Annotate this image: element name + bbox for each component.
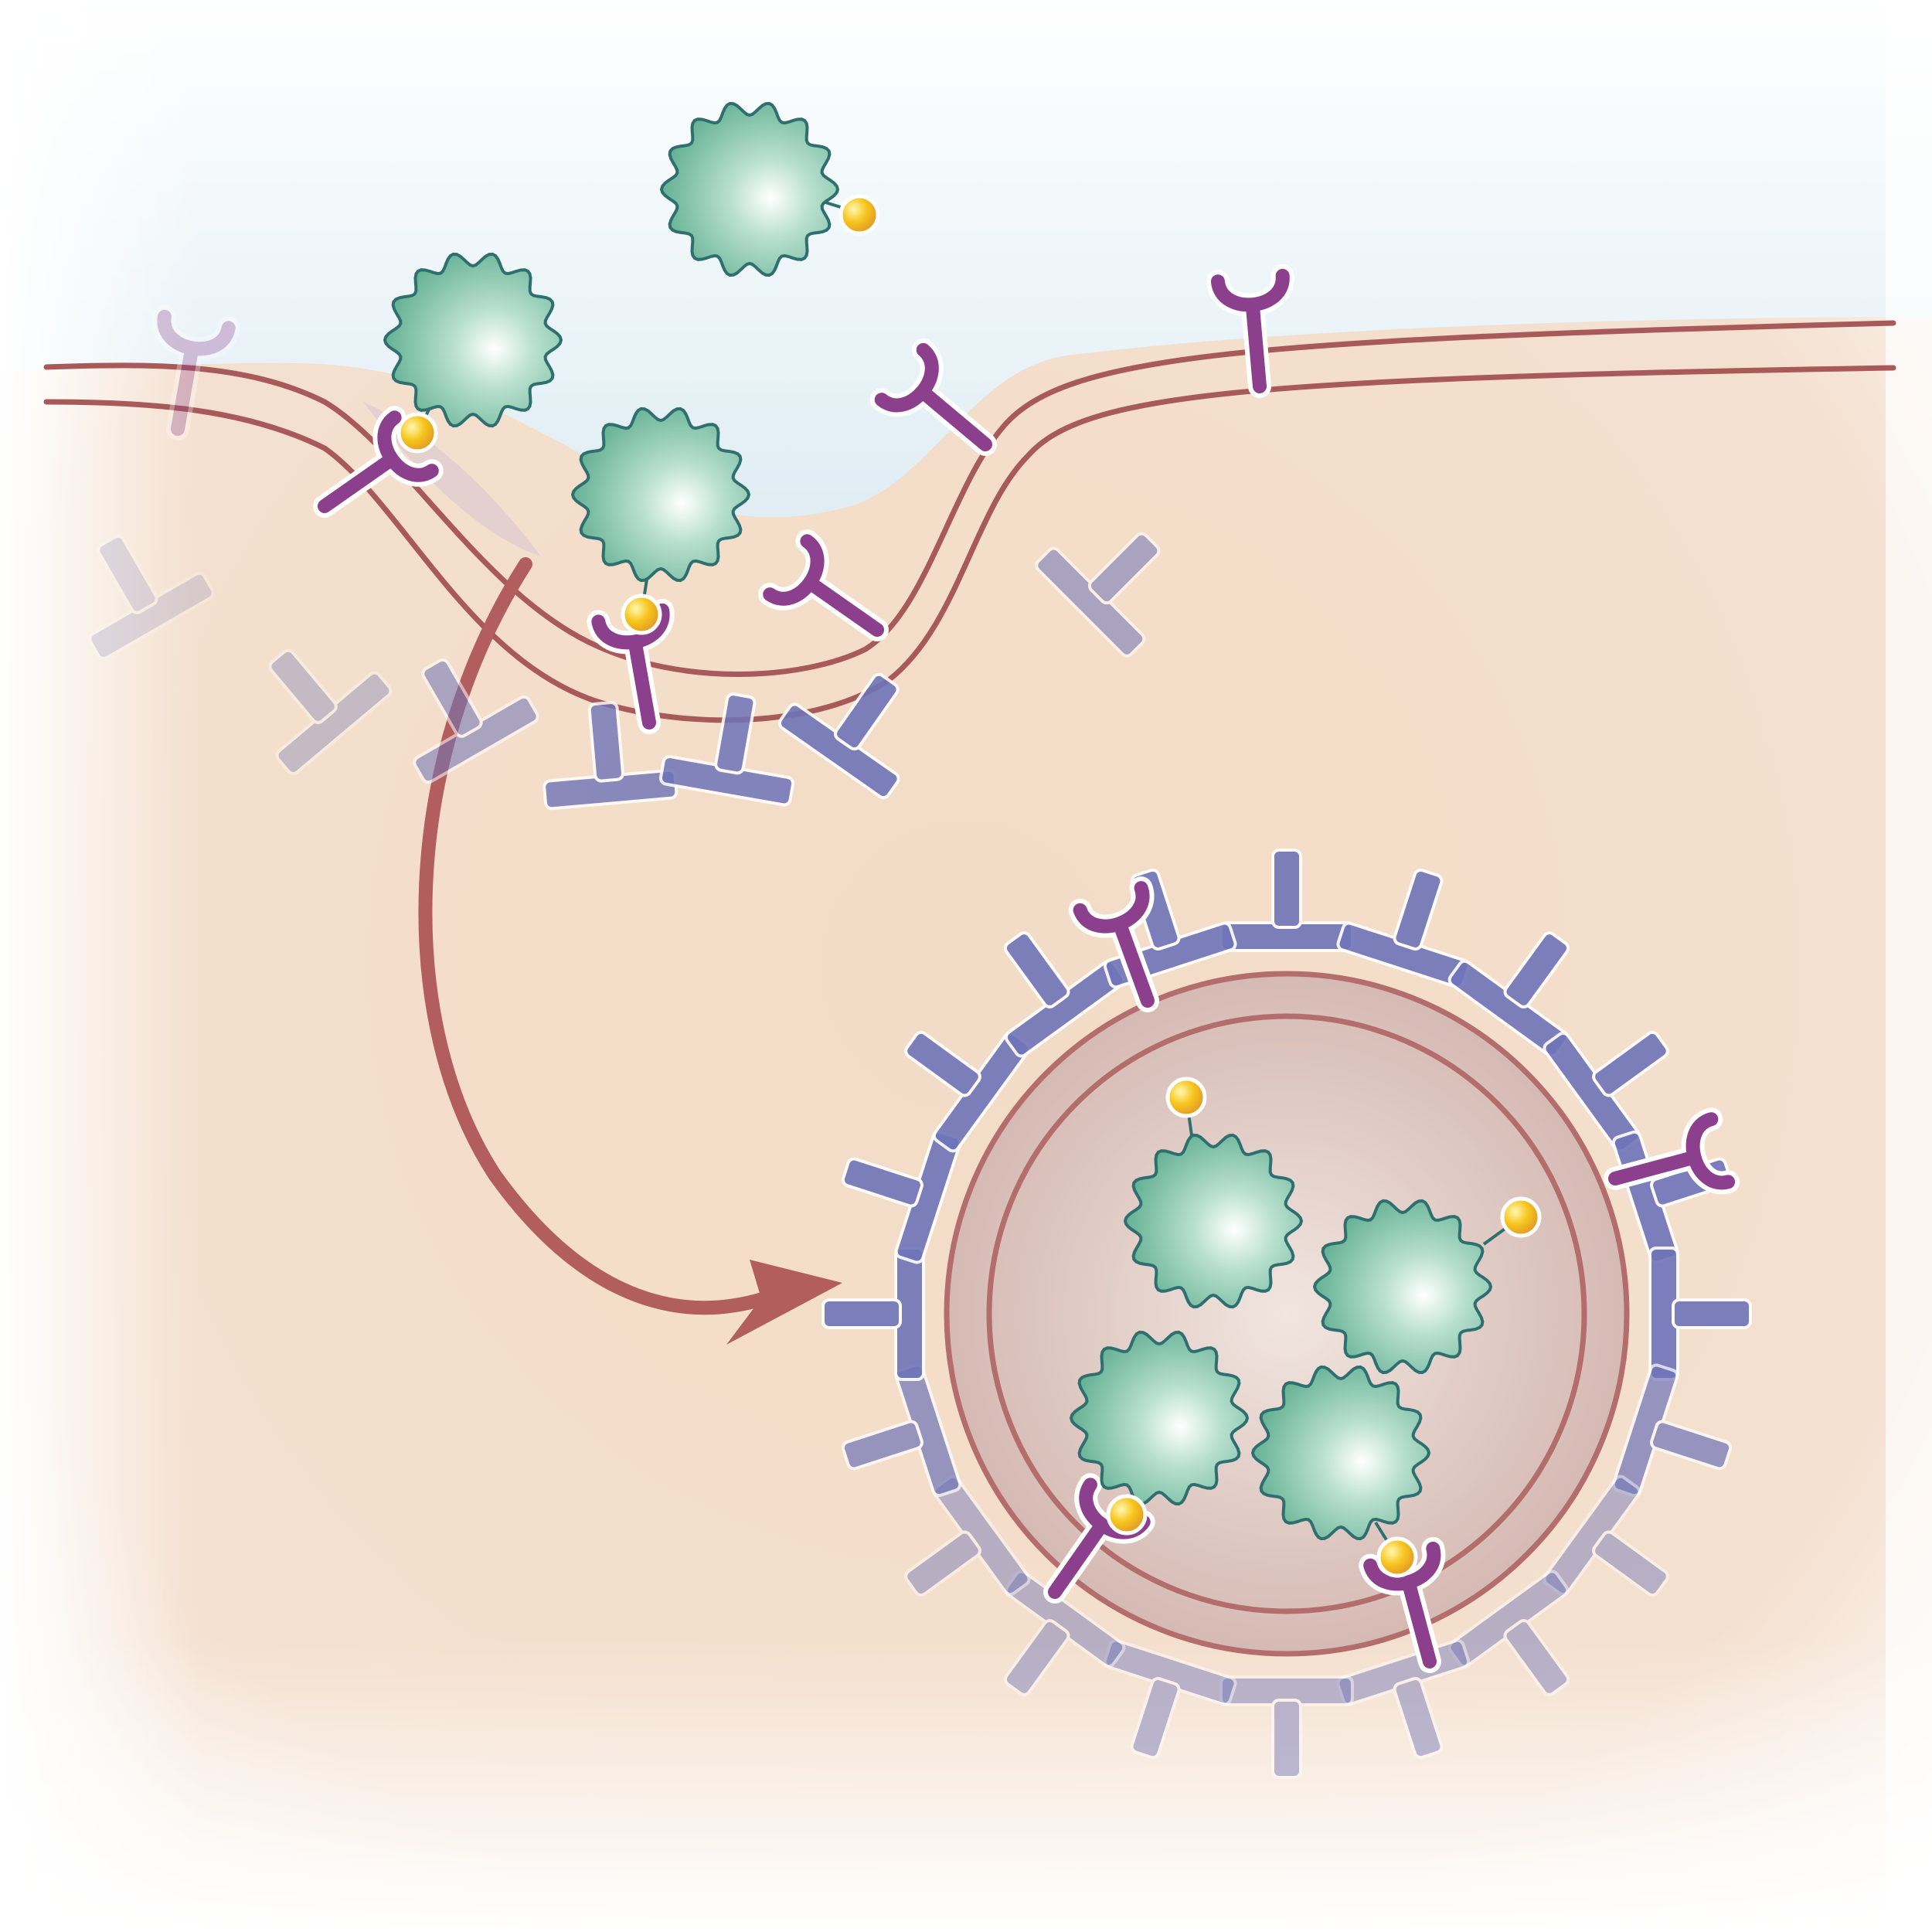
- y-receptor-icon: [1068, 876, 1159, 1012]
- spiky-particle-icon: [1312, 1199, 1493, 1375]
- vesicle-membrane-inner: [986, 1013, 1587, 1614]
- spiky-particle-icon: [659, 101, 840, 277]
- ligand-bead-icon: [621, 594, 662, 635]
- t-coat-protein-icon: [1003, 931, 1126, 1058]
- t-coat-protein-icon: [1103, 1638, 1237, 1760]
- spiky-particle-icon: [383, 252, 563, 428]
- y-receptor-icon: [313, 406, 444, 518]
- right-edge-fade: [1886, 0, 1932, 1932]
- t-coat-protein-icon: [1219, 849, 1354, 952]
- ligand-bead-icon: [1500, 1196, 1542, 1238]
- t-coat-protein-icon: [1611, 1363, 1733, 1498]
- t-coat-protein-icon: [88, 534, 215, 661]
- membrane-outer: [43, 320, 1896, 677]
- ligand-bead-icon: [1106, 1494, 1148, 1536]
- ligand-layer: [396, 194, 1542, 1578]
- t-coat-protein-icon: [658, 692, 795, 807]
- spiky-particle-icon: [1123, 1133, 1304, 1309]
- bottom-edge-fade: [0, 1638, 1932, 1932]
- spiky-particle-icon: [1250, 1365, 1431, 1541]
- t-coat-protein-icon: [904, 1475, 1031, 1597]
- t-coat-protein-icon: [904, 1030, 1031, 1153]
- ligand-bead-icon: [1376, 1536, 1418, 1578]
- membrane-inner: [43, 365, 1896, 723]
- y-receptor-icon: [1206, 264, 1294, 398]
- t-coat-protein-icon: [821, 1247, 925, 1381]
- t-coat-protein-icon: [1336, 868, 1471, 989]
- ligand-bead-icon: [838, 194, 880, 236]
- y-receptor-icon: [869, 338, 997, 456]
- spiky-particle-icon: [1069, 1330, 1250, 1506]
- t-coat-protein-icon: [1003, 1570, 1126, 1696]
- ligand-bead-icon: [1165, 1077, 1207, 1118]
- t-coat-protein-icon: [841, 1130, 962, 1264]
- particle-layer: [383, 101, 1493, 1541]
- t-coat-protein-icon: [1543, 1475, 1669, 1597]
- vesicle-body: [947, 974, 1627, 1654]
- t-coat-protein-icon: [413, 658, 539, 784]
- curved-arrow-icon: [726, 1260, 842, 1345]
- t-coat-protein-icon: [841, 1363, 962, 1498]
- t-coat-protein-icon: [1219, 1675, 1354, 1779]
- y-receptor-icon: [1359, 1536, 1446, 1673]
- y-receptor-icon: [1604, 1107, 1740, 1195]
- left-edge-fade: [0, 0, 201, 1932]
- y-receptor-icon: [152, 304, 240, 440]
- t-coat-protein-icon: [1447, 1570, 1570, 1696]
- t-coat-protein-icon: [268, 648, 393, 775]
- vesicle-membrane-outer: [944, 971, 1630, 1657]
- t-coat-protein-icon: [1648, 1247, 1752, 1381]
- spiky-particle-icon: [570, 406, 751, 583]
- y-receptor-icon: [758, 529, 889, 641]
- t-coat-protein-icon: [777, 672, 900, 800]
- t-coat-protein-icon: [1035, 532, 1161, 658]
- ligand-bead-icon: [396, 412, 438, 454]
- y-receptor-icon: [587, 598, 675, 734]
- t-coat-protein-icon: [1447, 931, 1570, 1058]
